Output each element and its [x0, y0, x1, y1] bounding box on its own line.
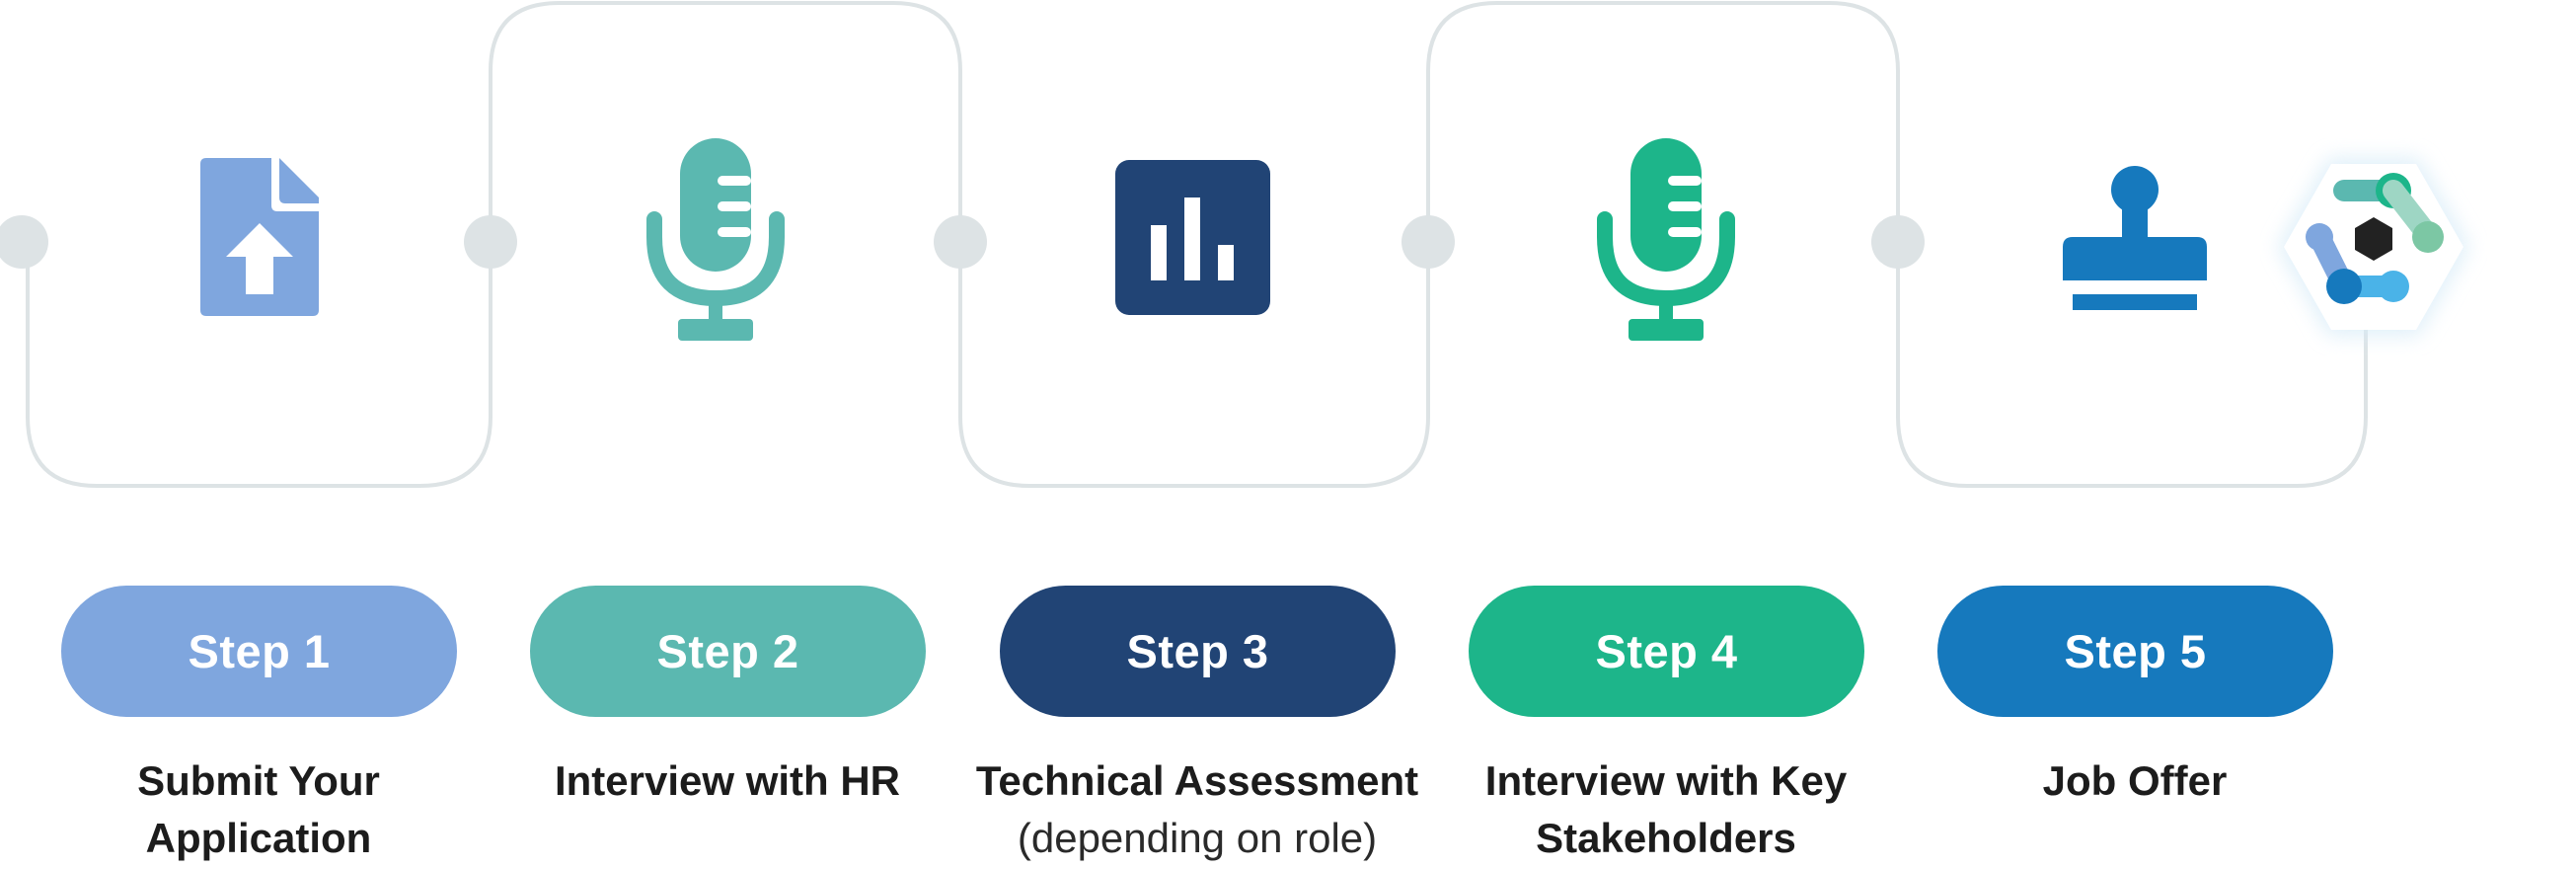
step-1-description: Submit Your Application	[2, 752, 515, 867]
step-3-title: Technical Assessment	[975, 757, 1419, 804]
step-2-title: Interview with HR	[554, 757, 901, 804]
step-1-title-line2: Application	[145, 815, 372, 861]
node-dot-5	[1871, 215, 1925, 269]
step-4-label: Step 4	[1595, 625, 1738, 677]
step-5-pill: Step 5	[1937, 586, 2333, 717]
microphone-icon	[1597, 138, 1735, 341]
hexagon-network-logo-icon	[2278, 158, 2469, 336]
step-3-subtitle: (depending on role)	[1017, 815, 1378, 861]
step-5-label: Step 5	[2064, 625, 2207, 677]
step-2-label: Step 2	[656, 625, 799, 677]
bar-chart-icon	[1115, 160, 1270, 315]
step-1-title: Submit Your	[137, 757, 380, 804]
connector-line	[26, 1, 2368, 488]
step-1-pill: Step 1	[61, 586, 457, 717]
step-1-label: Step 1	[188, 625, 331, 677]
node-dot-1	[0, 215, 48, 269]
microphone-icon	[646, 138, 785, 341]
step-3-description: Technical Assessment (depending on role)	[941, 752, 1454, 867]
stamp-icon	[2063, 166, 2207, 310]
file-upload-icon	[200, 158, 319, 316]
step-4-description: Interview with Key Stakeholders	[1409, 752, 1923, 867]
node-dot-2	[464, 215, 517, 269]
node-dot-3	[934, 215, 987, 269]
step-4-title: Interview with Key	[1484, 757, 1848, 804]
step-2-pill: Step 2	[530, 586, 926, 717]
step-5-description: Job Offer	[1878, 752, 2391, 810]
step-3-pill: Step 3	[1000, 586, 1396, 717]
step-5-title: Job Offer	[2042, 757, 2228, 804]
step-4-pill: Step 4	[1469, 586, 1864, 717]
node-dot-4	[1402, 215, 1455, 269]
step-2-description: Interview with HR	[471, 752, 984, 810]
step-4-title-line2: Stakeholders	[1536, 815, 1796, 861]
step-3-label: Step 3	[1126, 625, 1269, 677]
